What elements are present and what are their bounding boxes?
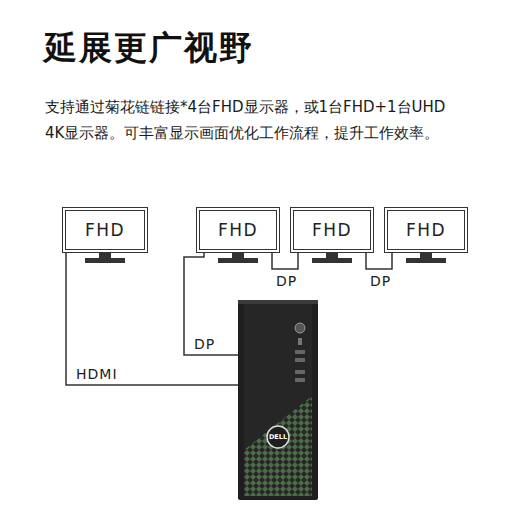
brand-logo: DELL <box>269 433 287 441</box>
page-title: 延展更广视野 <box>44 26 254 71</box>
cable-label: HDMI <box>74 366 120 382</box>
monitor-label: FHD <box>85 220 125 240</box>
monitor-screen: FHD <box>290 207 374 253</box>
cable-label: DP <box>274 273 299 289</box>
pc-tower-art <box>238 300 318 500</box>
body-text: 支持通过菊花链链接*4台FHD显示器，或1台FHD+1台UHD 4K显示器。可丰… <box>45 94 455 146</box>
monitor-screen: FHD <box>384 207 468 253</box>
monitor-screen: FHD <box>196 207 280 253</box>
cable-label: DP <box>192 336 217 352</box>
monitor-screen: FHD <box>62 207 148 253</box>
pc-tower: DELL <box>238 300 318 500</box>
monitor-label: FHD <box>312 220 352 240</box>
monitor-stand <box>312 258 352 263</box>
monitor-stand <box>406 258 446 263</box>
cable-line <box>366 253 392 269</box>
cable-line <box>184 253 238 355</box>
cable-line <box>66 253 238 385</box>
monitor-stand <box>218 258 258 263</box>
monitor-label: FHD <box>218 220 258 240</box>
cable-line <box>272 253 298 269</box>
monitor-label: FHD <box>406 220 446 240</box>
monitor-stand <box>85 258 125 263</box>
cable-label: DP <box>368 273 393 289</box>
